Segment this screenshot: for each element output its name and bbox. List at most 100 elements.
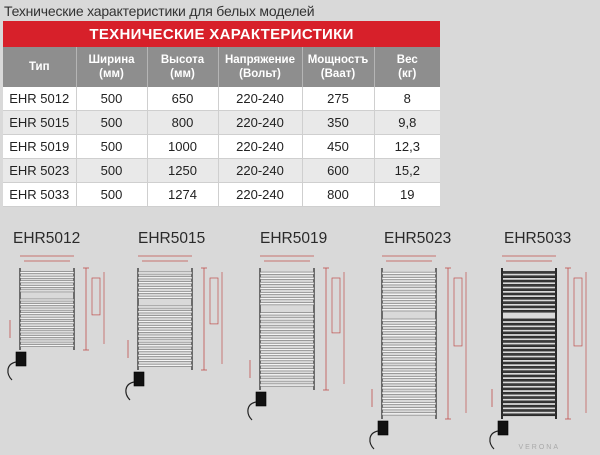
heater-element <box>497 420 509 436</box>
rail <box>19 339 75 343</box>
rail <box>501 404 557 408</box>
table-cell: 220-240 <box>218 87 303 111</box>
table-cell: 1000 <box>147 134 219 159</box>
table-cell: 19 <box>374 182 441 207</box>
rail <box>501 275 557 279</box>
table-cell: 8 <box>374 87 441 111</box>
table-cell: 1274 <box>147 182 219 207</box>
table-cell: 800 <box>302 182 375 207</box>
rail <box>137 363 193 367</box>
model-label: EHR5015 <box>138 230 206 247</box>
table-cell: 350 <box>302 110 375 135</box>
rail <box>501 370 557 373</box>
power-cable <box>7 361 17 381</box>
table-cell: 500 <box>76 110 148 135</box>
rail <box>501 331 557 335</box>
model-label: EHR5023 <box>384 230 452 247</box>
rail <box>501 400 557 404</box>
rail <box>381 287 437 291</box>
power-cable <box>247 401 257 421</box>
rail <box>501 292 557 296</box>
rail <box>381 407 437 411</box>
table-cell: 500 <box>76 87 148 111</box>
rail <box>19 285 75 288</box>
rail <box>501 301 557 304</box>
height-dimension-line <box>573 277 583 347</box>
rail <box>259 292 315 295</box>
table-cell: 600 <box>302 158 375 183</box>
rail <box>19 335 75 338</box>
rail <box>501 288 557 291</box>
rail <box>137 320 193 323</box>
table-cell: 500 <box>76 134 148 159</box>
rail <box>259 287 315 290</box>
height-dimension-line <box>91 277 101 316</box>
col-header-voltage: Напряжение(Вольт) <box>218 47 303 87</box>
col-header-weight: Вес(кг) <box>374 47 441 87</box>
rail <box>19 271 75 274</box>
power-cable <box>125 381 135 401</box>
rail <box>501 391 557 395</box>
rail <box>259 327 315 331</box>
radiator <box>7 255 105 381</box>
rail <box>501 305 557 309</box>
rail <box>501 383 557 386</box>
table-cell: 500 <box>76 182 148 207</box>
table-cell: EHR 5019 <box>3 134 77 159</box>
table-cell: 220-240 <box>218 134 303 159</box>
rail <box>19 312 75 315</box>
rail <box>381 292 437 296</box>
rail <box>501 348 557 352</box>
col-header-power: Мощностъ(Ваат) <box>302 47 375 87</box>
rail <box>501 318 557 322</box>
radiator <box>489 255 587 450</box>
rail <box>19 321 75 325</box>
rail <box>381 365 437 369</box>
rail <box>259 312 315 316</box>
rail <box>259 317 315 321</box>
radiator-diagram <box>489 255 587 450</box>
rail <box>381 308 437 312</box>
rail <box>259 358 315 362</box>
rail <box>501 344 557 348</box>
table-cell: EHR 5033 <box>3 182 77 207</box>
rail <box>259 276 315 280</box>
rail <box>501 379 557 382</box>
rail <box>137 305 193 309</box>
rail <box>381 349 437 353</box>
model-label: EHR5012 <box>13 230 81 247</box>
col-header-height: Высота(мм) <box>147 47 219 87</box>
table-cell: EHR 5023 <box>3 158 77 183</box>
rail <box>19 298 75 302</box>
rail <box>501 374 557 378</box>
rail <box>381 329 437 333</box>
rail <box>137 310 193 314</box>
table-cell: 15,2 <box>374 158 441 183</box>
rail <box>137 359 193 362</box>
rail <box>501 413 557 417</box>
watermark-text: VERONA <box>518 444 560 451</box>
table-cell: 800 <box>147 110 219 135</box>
rail <box>501 297 557 300</box>
rail <box>381 391 437 395</box>
radiator <box>247 255 345 421</box>
radiator-diagram <box>369 255 467 450</box>
rail <box>501 353 557 356</box>
table-cell: EHR 5012 <box>3 87 77 111</box>
rail <box>259 271 315 275</box>
rail <box>19 289 75 293</box>
rail <box>137 329 193 333</box>
rail <box>501 271 557 274</box>
height-dimension-line <box>331 277 341 334</box>
table-cell: 220-240 <box>218 158 303 183</box>
rail <box>381 282 437 286</box>
rail <box>381 277 437 281</box>
rail <box>381 271 437 275</box>
rail <box>501 396 557 399</box>
heater-element <box>15 351 27 367</box>
page-title: Технические характеристики для белых мод… <box>4 3 315 19</box>
rail <box>381 386 437 390</box>
rail <box>501 366 557 369</box>
